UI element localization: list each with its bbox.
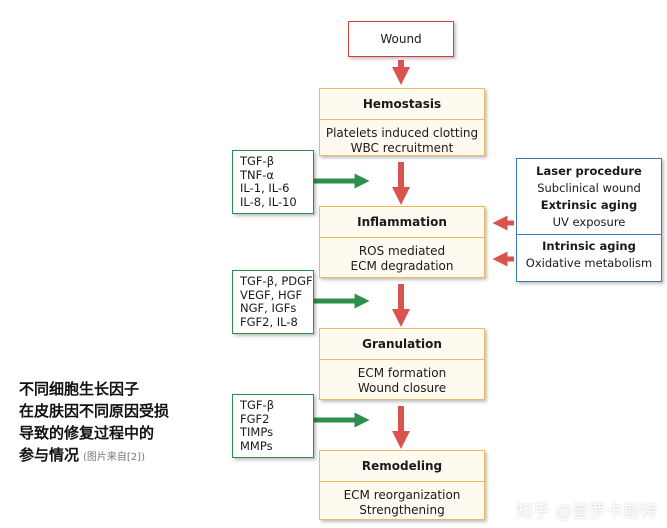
factor-box-inflammation: TGF-β TNF-α IL-1, IL-6 IL-8, IL-10 [232, 150, 314, 214]
caption-line: 在皮肤因不同原因受损 [19, 402, 170, 420]
cause-title: Intrinsic aging [542, 239, 636, 253]
stage-line: ECM degradation [350, 259, 454, 273]
cause-title: Laser procedure [536, 164, 642, 178]
stage-line: Wound closure [357, 381, 447, 395]
cause-title: Extrinsic aging [540, 198, 638, 212]
caption-source: (图片来自[2]) [83, 452, 145, 463]
watermark: 知乎 @普罗卡斯特 [515, 502, 657, 522]
caption-note: 不同细胞生长因子 在皮肤因不同原因受损 导致的修复过程中的 参与情况(图片来自[… [19, 378, 169, 469]
cause-divider [517, 234, 661, 235]
stage-line: Platelets induced clotting [325, 126, 479, 140]
factor-item: TIMPs [240, 425, 274, 439]
stage-title: Granulation [320, 329, 484, 360]
cause-detail: UV exposure [552, 215, 626, 229]
stage-title: Hemostasis [320, 89, 484, 120]
factor-item: MMPs [240, 438, 273, 453]
factor-item: TGF-β [240, 154, 275, 168]
factor-item: TGF-β, PDGF [240, 274, 313, 288]
factor-item: FGF2 [240, 411, 270, 426]
factor-item: TGF-β [240, 398, 275, 412]
cause-intrinsic: Intrinsic aging Oxidative metabolism [517, 235, 661, 272]
factor-item: FGF2, IL-8 [240, 314, 298, 329]
factor-box-remodeling: TGF-β FGF2 TIMPs MMPs [232, 394, 314, 458]
caption-line: 导致的修复过程中的 [19, 424, 155, 442]
stage-title: Inflammation [320, 207, 484, 238]
factor-item: VEGF, HGF [240, 287, 303, 302]
stage-remodeling: Remodeling ECM reorganization Strengthen… [319, 450, 485, 520]
stage-line: Strengthening [359, 503, 445, 517]
factor-item: TNF-α [240, 167, 274, 182]
caption-line: 参与情况 [19, 446, 80, 464]
stage-granulation: Granulation ECM formation Wound closure [319, 328, 485, 400]
stage-title: Remodeling [320, 451, 484, 482]
caption-line: 不同细胞生长因子 [19, 380, 140, 398]
factor-item: NGF, IGFs [240, 301, 297, 315]
factor-box-granulation: TGF-β, PDGF VEGF, HGF NGF, IGFs FGF2, IL… [232, 270, 314, 334]
cause-detail: Oxidative metabolism [525, 256, 653, 270]
stage-hemostasis: Hemostasis Platelets induced clotting WB… [319, 88, 485, 156]
stage-inflammation: Inflammation ROS mediated ECM degradatio… [319, 206, 485, 278]
factor-item: IL-1, IL-6 [240, 181, 290, 195]
cause-detail: Subclinical wound [537, 181, 641, 195]
stage-line: ROS mediated [358, 244, 446, 258]
stage-line: ECM reorganization [343, 488, 461, 502]
stage-line: ECM formation [357, 366, 447, 380]
stage-line: WBC recruitment [350, 141, 454, 155]
cause-box: Laser procedure Subclinical wound Extrin… [516, 158, 662, 282]
wound-box: Wound [348, 21, 454, 57]
cause-laser: Laser procedure Subclinical wound [517, 159, 661, 197]
cause-extrinsic: Extrinsic aging UV exposure [517, 197, 661, 234]
factor-item: IL-8, IL-10 [240, 194, 297, 209]
caption-line-last: 参与情况(图片来自[2]) [19, 444, 169, 469]
wound-label: Wound [380, 32, 422, 46]
